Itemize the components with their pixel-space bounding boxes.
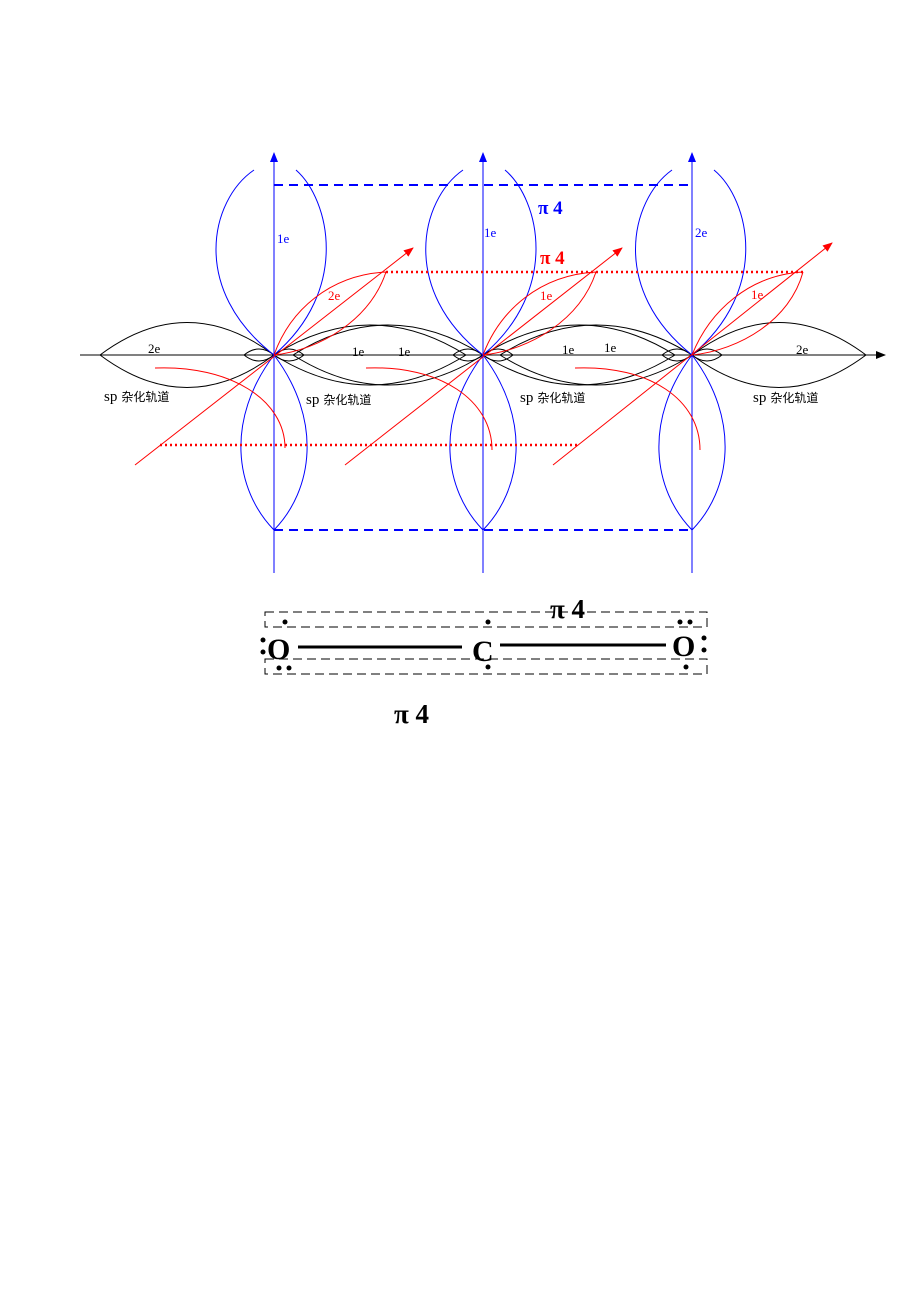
- inplane-p-labels: 2e 1e 1e: [328, 287, 764, 303]
- pi-label-bottom: π 4: [394, 699, 429, 729]
- p-diag-lobe-o2-lower: [574, 367, 701, 451]
- pi-bond-red-label: π 4: [540, 248, 565, 269]
- p-diag-lobe-o2-upper: [691, 271, 804, 356]
- sp-lobe-o1-inner: [273, 324, 467, 386]
- electron-dot: [683, 664, 689, 670]
- p-diag-axis-o1: [134, 247, 414, 466]
- sp-lobe-c-right: [482, 324, 676, 386]
- p-diag-lobe-o1-upper: [273, 271, 387, 356]
- electron-dot: [485, 619, 491, 625]
- atom-c: C: [472, 635, 494, 668]
- sigma-label: 1e: [398, 344, 411, 359]
- p-lobe-o1-upper: [215, 169, 327, 356]
- electron-dot: [687, 619, 693, 625]
- electron-dot: [260, 649, 266, 655]
- sigma-label: 1e: [352, 344, 365, 359]
- vertical-p-orbitals: [215, 152, 747, 573]
- sigma-electron-labels: 2e 1e 1e 1e 1e 2e: [148, 340, 809, 359]
- p-label-red: 1e: [540, 288, 553, 303]
- electron-dot: [677, 619, 683, 625]
- pi-bond-blue-label: π 4: [538, 198, 563, 219]
- p-diag-lobe-c-upper: [482, 271, 597, 356]
- p-label-red: 1e: [751, 287, 764, 302]
- atom-o-left: O: [267, 633, 290, 666]
- sigma-label: 2e: [148, 341, 161, 356]
- sp-small-lobe: [691, 348, 723, 362]
- p-label-blue: 2e: [695, 225, 708, 240]
- pi-delocalization-boxes: [264, 611, 708, 675]
- sigma-label: 2e: [796, 342, 809, 357]
- vertical-p-labels: 1e 1e 2e: [277, 225, 708, 246]
- electron-dot: [701, 635, 707, 641]
- electron-dot: [282, 619, 288, 625]
- p-label-blue: 1e: [277, 231, 290, 246]
- electron-dot: [276, 665, 282, 671]
- electron-dot: [701, 647, 707, 653]
- pi-box-bottom: [264, 658, 708, 675]
- p-diag-lobe-c-lower: [365, 367, 493, 451]
- p-diag-lobe-o1-lower: [154, 367, 286, 449]
- p-label-blue: 1e: [484, 225, 497, 240]
- p-label-red: 2e: [328, 288, 341, 303]
- p-lobe-c-upper: [425, 169, 537, 356]
- atom-o-right: O: [672, 630, 695, 663]
- electron-dot: [286, 665, 292, 671]
- p-lobe-c-lower: [449, 354, 517, 531]
- lewis-structure: O C O π 4 π 4: [260, 594, 708, 729]
- pi-box-top: [264, 611, 708, 628]
- pi-label-top: π 4: [550, 594, 585, 624]
- sigma-label: 1e: [604, 340, 617, 355]
- electron-dot: [485, 664, 491, 670]
- sp-lobe-o2-outer: [691, 322, 867, 388]
- p-diag-axis-c: [344, 247, 623, 466]
- p-lobe-o2-lower: [658, 354, 726, 531]
- sigma-label: 1e: [562, 342, 575, 357]
- electron-dot: [260, 637, 266, 643]
- electron-dots: [260, 619, 707, 671]
- inplane-p-orbitals: [134, 242, 833, 466]
- p-lobe-o2-upper: [635, 169, 747, 356]
